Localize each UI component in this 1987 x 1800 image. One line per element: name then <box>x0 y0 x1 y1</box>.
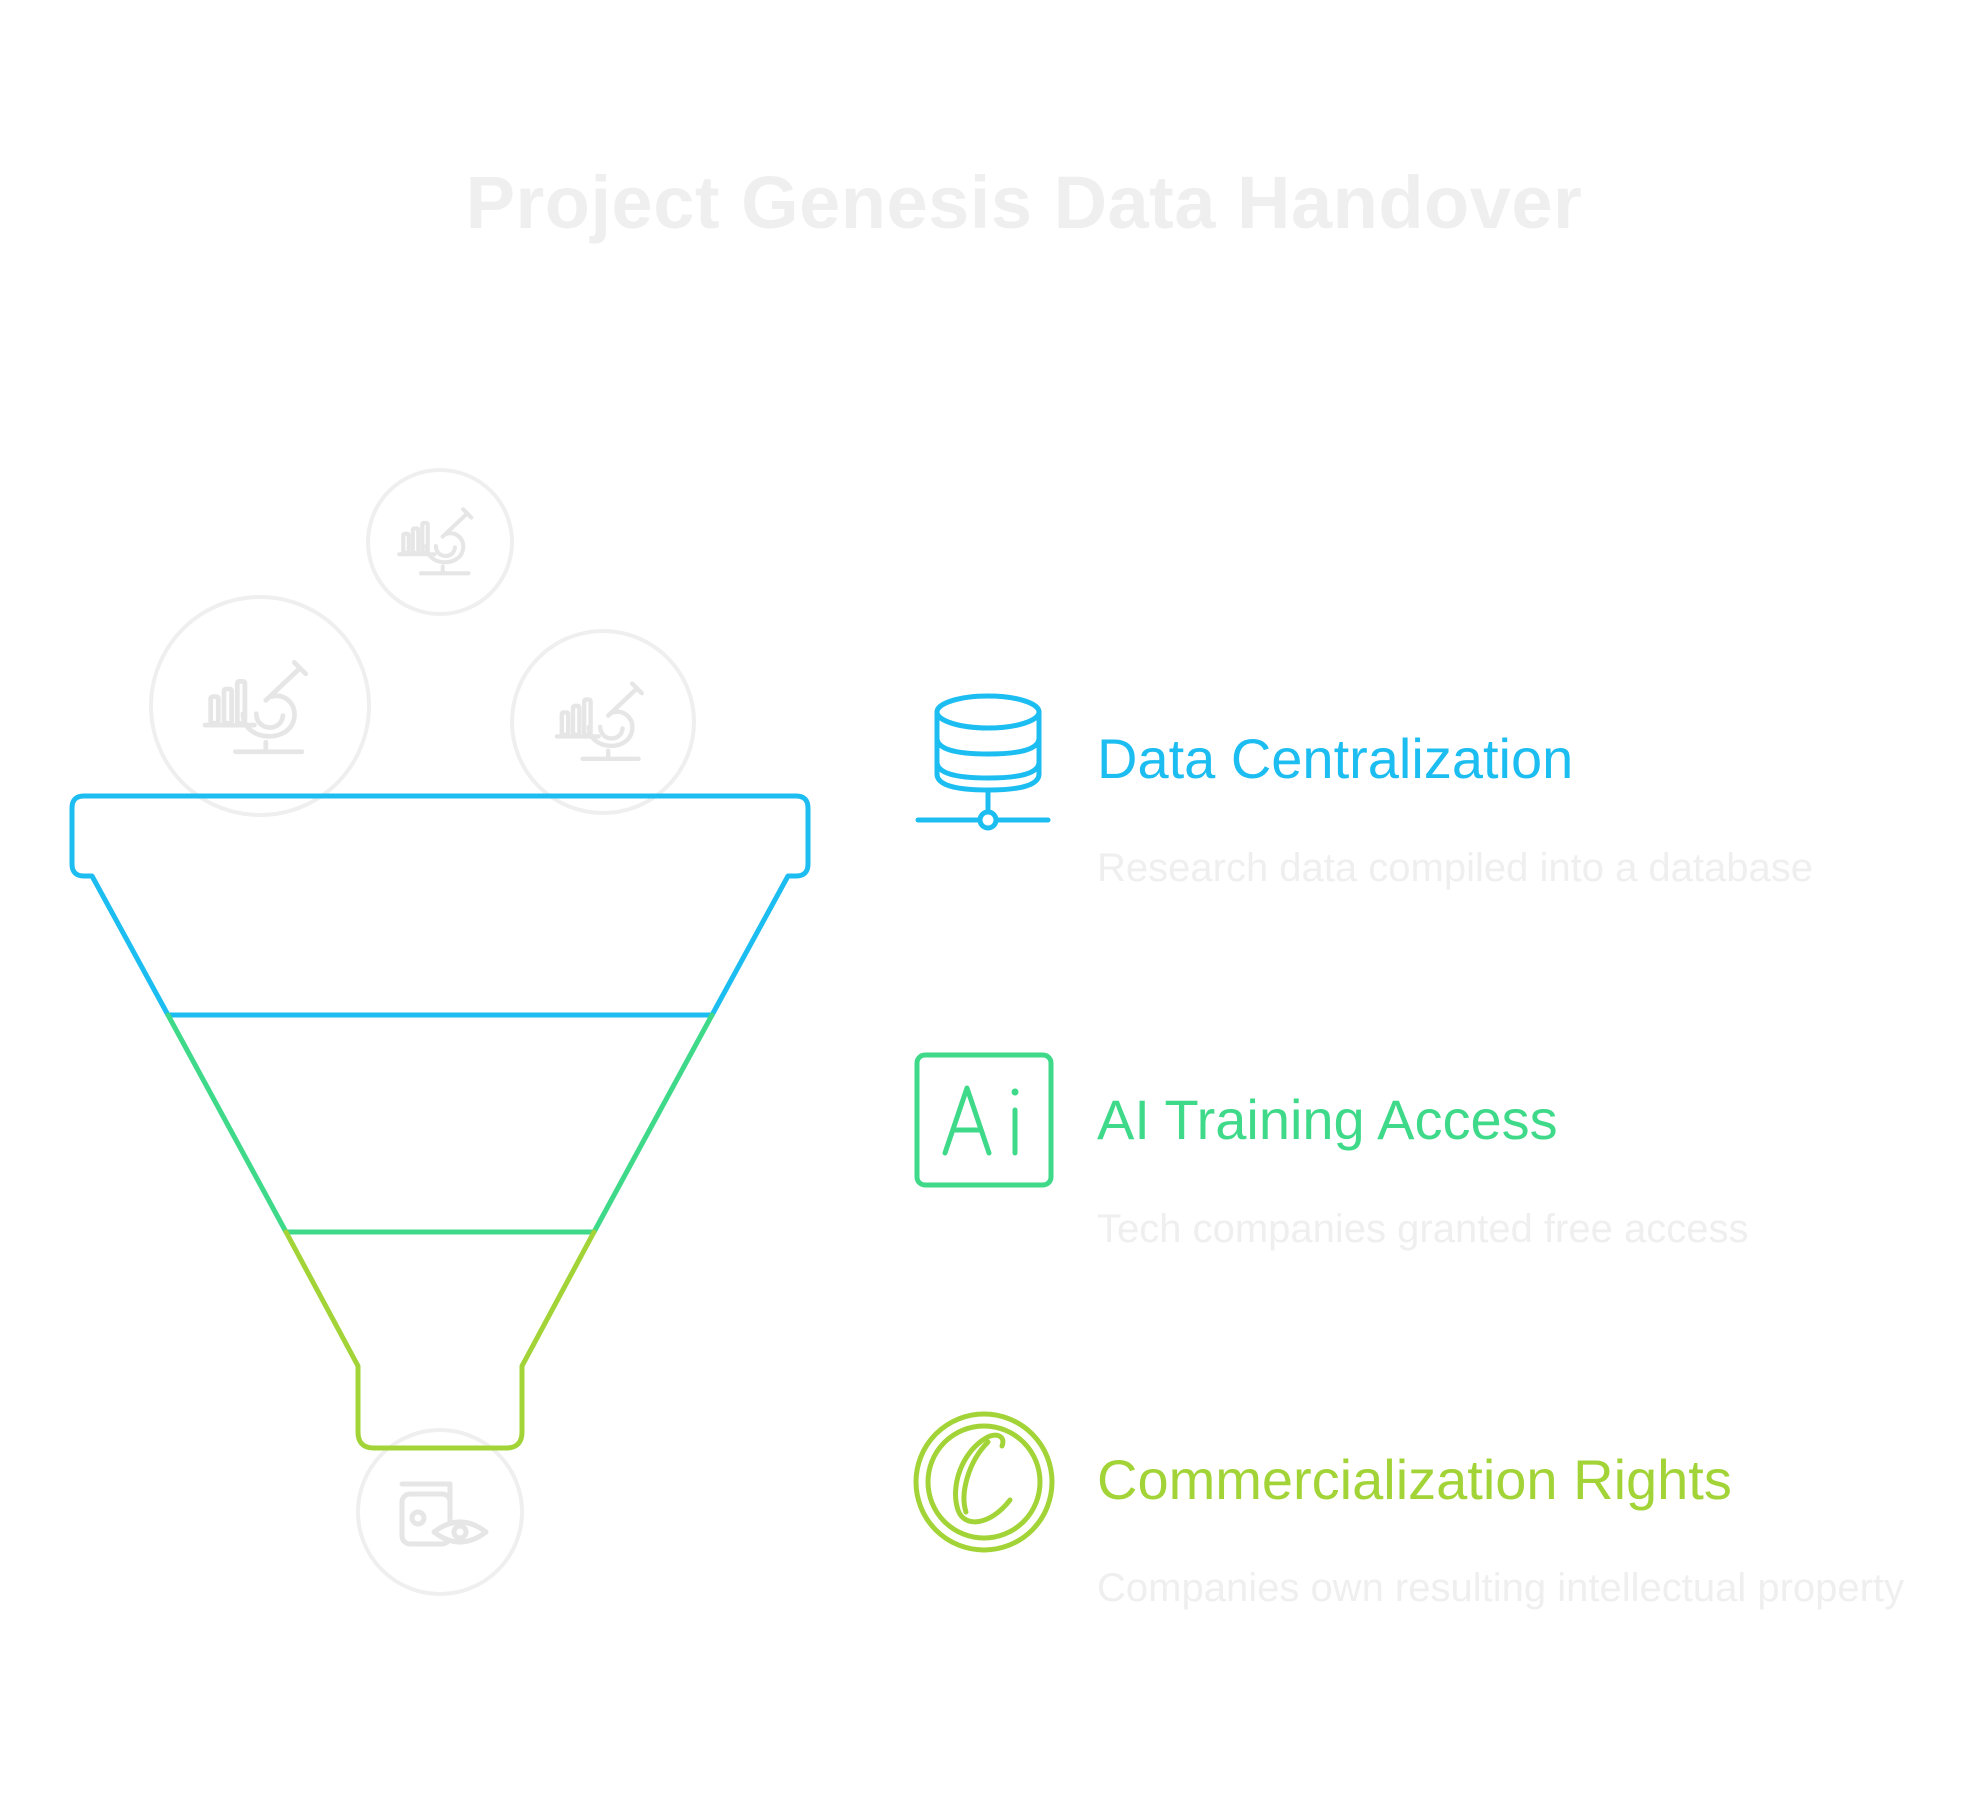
output-circle <box>356 1428 524 1596</box>
stage-description-ai-training-access: Tech companies granted free access <box>1097 1207 1749 1251</box>
research-chart-microscope-icon <box>399 509 471 573</box>
input-circle-top <box>366 468 514 616</box>
copyright-c-icon <box>913 1411 1055 1553</box>
wallet-eye-icon <box>399 1481 489 1547</box>
research-chart-microscope-icon <box>205 662 306 751</box>
funnel-section-2 <box>165 1012 715 1235</box>
stage-title-ai-training-access: AI Training Access <box>1097 1088 1558 1151</box>
funnel-section-1 <box>89 873 791 1018</box>
stage-description-data-centralization: Research data compiled into a database <box>1097 846 1814 890</box>
stage-description-commercialization-rights: Companies own resulting intellectual pro… <box>1097 1566 1905 1610</box>
database-network-icon <box>915 693 1051 831</box>
research-chart-microscope-icon <box>557 684 642 759</box>
page-title: Project Genesis Data Handover <box>465 161 1583 244</box>
input-circle-right <box>510 629 696 815</box>
stage-title-data-centralization: Data Centralization <box>1097 727 1574 790</box>
funnel-section-3 <box>283 1229 597 1451</box>
funnel-rim <box>69 793 811 879</box>
ai-badge-icon <box>914 1052 1054 1188</box>
input-circle-left <box>149 595 371 817</box>
stage-title-commercialization-rights: Commercialization Rights <box>1097 1448 1732 1511</box>
